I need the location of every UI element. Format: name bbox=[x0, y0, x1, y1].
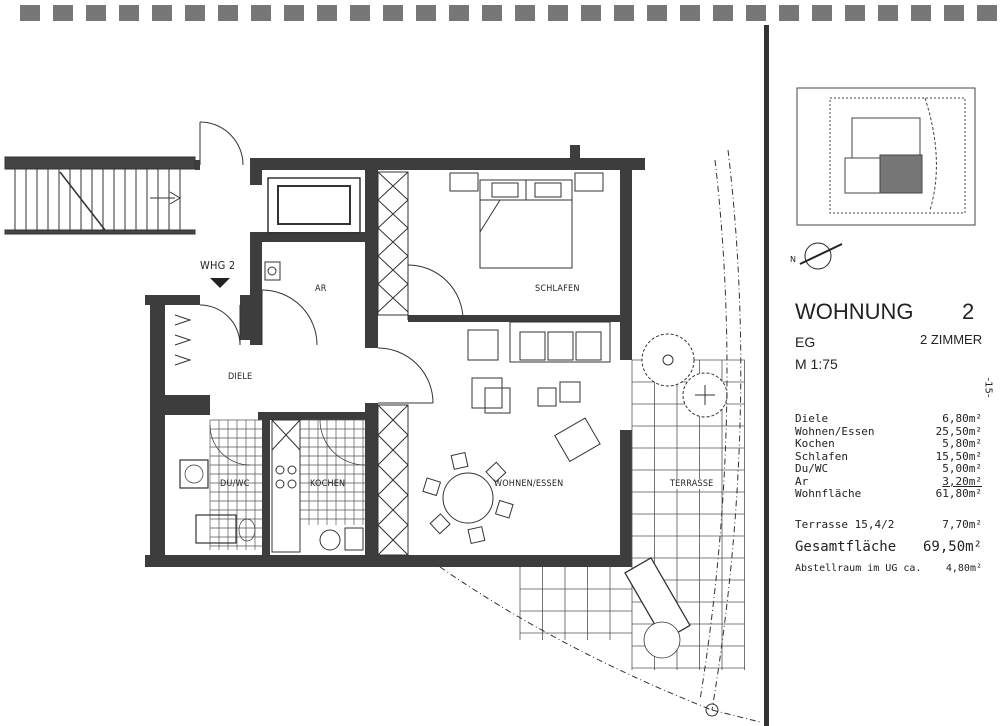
area-row: Diele 6,80m² bbox=[795, 412, 982, 426]
apartment-number: 2 bbox=[962, 299, 975, 324]
area-row: Schlafen 15,50m² bbox=[795, 449, 982, 464]
kitchen-fixtures bbox=[271, 419, 364, 553]
border-square bbox=[86, 5, 106, 21]
room-label-schlafen: SCHLAFEN bbox=[535, 284, 580, 294]
border-square bbox=[152, 5, 172, 21]
border-square bbox=[218, 5, 238, 21]
border-square bbox=[647, 5, 667, 21]
total-value: 69,50m² bbox=[922, 539, 982, 555]
border-square bbox=[185, 5, 205, 21]
room-label-duwc: DU/WC bbox=[220, 479, 250, 489]
border-square bbox=[449, 5, 469, 21]
total-row: Gesamtfläche 69,50m² bbox=[795, 537, 982, 557]
area-row: Wohnen/Essen 25,50m² bbox=[795, 424, 982, 439]
border-square bbox=[53, 5, 73, 21]
walls bbox=[145, 145, 645, 567]
border-square bbox=[251, 5, 271, 21]
room-label-terrasse: TERRASSE bbox=[670, 479, 714, 489]
entry-door bbox=[199, 121, 244, 166]
storage-row: Abstellraum im UG ca. 4,80m² bbox=[795, 563, 982, 576]
room-label-wohnen: WOHNEN/ESSEN bbox=[494, 479, 564, 489]
area-name: Ar bbox=[795, 474, 809, 488]
border-square bbox=[944, 5, 964, 21]
area-name: Kochen bbox=[795, 437, 835, 450]
area-row: Wohnfläche 61,80m² bbox=[795, 487, 982, 501]
area-value: 3,20m² bbox=[942, 474, 982, 488]
area-name: Wohnfläche bbox=[795, 487, 862, 500]
border-square bbox=[779, 5, 799, 21]
scale-label: M 1:75 bbox=[795, 356, 838, 372]
area-value: 15,50m² bbox=[935, 449, 982, 463]
area-value: 6,80m² bbox=[942, 412, 982, 425]
dining-chair bbox=[467, 526, 486, 545]
dining-chair bbox=[429, 513, 451, 535]
apartment-title: WOHNUNG bbox=[795, 299, 914, 324]
dining-chair bbox=[450, 451, 469, 470]
survey-marker-icon bbox=[705, 703, 719, 717]
top-border-pattern bbox=[20, 5, 997, 21]
area-name: Diele bbox=[795, 412, 829, 425]
dining-chair bbox=[485, 461, 507, 483]
room-label-kochen: KOCHEN bbox=[310, 479, 346, 489]
panel-divider bbox=[764, 25, 769, 726]
area-value: 25,50m² bbox=[935, 424, 982, 438]
dining-chair bbox=[494, 499, 514, 519]
bedroom-furniture bbox=[449, 172, 604, 269]
room-label-ar: AR bbox=[315, 284, 327, 294]
area-row: Ar 3,20m² bbox=[795, 474, 982, 489]
bathroom-tiles bbox=[179, 419, 366, 550]
area-value: 5,80m² bbox=[942, 437, 982, 450]
terrace-name: Terrasse 15,4/2 bbox=[795, 517, 895, 531]
border-square bbox=[482, 5, 502, 21]
terrace-value: 7,70m² bbox=[942, 517, 982, 531]
living-furniture bbox=[422, 321, 611, 545]
area-value: 61,80m² bbox=[935, 487, 982, 500]
rooms-count: 2 ZIMMER bbox=[920, 332, 983, 347]
area-name: Schlafen bbox=[795, 449, 848, 463]
border-square bbox=[845, 5, 865, 21]
property-boundary bbox=[439, 149, 761, 723]
site-plan-thumbnail bbox=[796, 87, 976, 226]
border-square bbox=[317, 5, 337, 21]
border-square bbox=[812, 5, 832, 21]
room-label-diele: DIELE bbox=[228, 372, 253, 382]
border-square bbox=[614, 5, 634, 21]
storage-name: Abstellraum im UG ca. bbox=[795, 563, 922, 574]
border-square bbox=[977, 5, 997, 21]
border-square bbox=[350, 5, 370, 21]
border-square bbox=[581, 5, 601, 21]
border-square bbox=[416, 5, 436, 21]
border-square bbox=[746, 5, 766, 21]
border-square bbox=[878, 5, 898, 21]
unit-label: WHG 2 bbox=[200, 259, 236, 272]
terrace-row: Terrasse 15,4/2 7,70m² bbox=[795, 517, 982, 532]
page-number: -15- bbox=[982, 377, 994, 398]
border-square bbox=[20, 5, 40, 21]
floor-label: EG bbox=[795, 334, 816, 350]
border-square bbox=[680, 5, 700, 21]
area-name: Du/WC bbox=[795, 462, 829, 475]
ar-fixtures bbox=[174, 177, 464, 404]
wardrobes bbox=[377, 171, 409, 556]
north-compass-icon: N bbox=[790, 242, 843, 270]
border-square bbox=[515, 5, 535, 21]
area-table: Diele 6,80m² Wohnen/Essen 25,50m² Kochen 5,80… bbox=[795, 412, 982, 576]
svg-text:N: N bbox=[790, 255, 796, 264]
border-square bbox=[119, 5, 139, 21]
border-square bbox=[911, 5, 931, 21]
border-square bbox=[713, 5, 733, 21]
border-square bbox=[383, 5, 403, 21]
total-name: Gesamtfläche bbox=[795, 539, 897, 555]
area-row: Du/WC 5,00m² bbox=[795, 462, 982, 476]
storage-value: 4,80m² bbox=[945, 563, 982, 574]
area-name: Wohnen/Essen bbox=[795, 424, 875, 438]
border-square bbox=[284, 5, 304, 21]
area-row: Kochen 5,80m² bbox=[795, 437, 982, 451]
area-value: 5,00m² bbox=[942, 462, 982, 475]
border-square bbox=[548, 5, 568, 21]
staircase bbox=[4, 156, 196, 235]
entrance-arrow-icon bbox=[210, 278, 230, 288]
dining-chair bbox=[422, 477, 442, 497]
